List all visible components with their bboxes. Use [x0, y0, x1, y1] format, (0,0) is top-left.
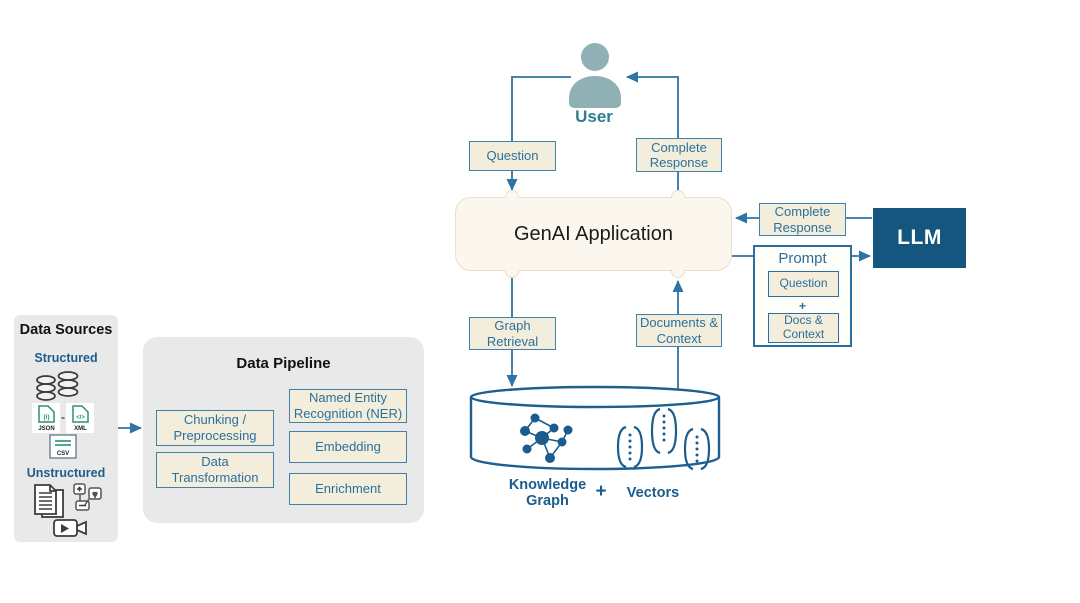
svg-text:♥: ♥	[93, 490, 98, 499]
genai-top-nub-left	[505, 190, 519, 198]
arrow-genai-to-user	[626, 71, 679, 197]
unstructured-icons: ♥	[34, 483, 102, 537]
documents-context-box: Documents & Context	[636, 314, 722, 347]
question-box: Question	[469, 141, 556, 171]
data-sources-title: Data Sources	[19, 322, 113, 338]
svg-text:CSV: CSV	[57, 451, 69, 457]
json-file-icon: {i} JSON	[32, 403, 60, 433]
documents-icon	[34, 484, 64, 518]
svg-text:</>: </>	[76, 415, 85, 421]
svg-text:{i}: {i}	[43, 415, 50, 421]
svg-text:JSON: JSON	[38, 426, 54, 432]
video-icon	[53, 519, 87, 537]
knowledge-graph-icon	[520, 413, 573, 463]
pipeline-step-chunking: Chunking / Preprocessing	[156, 410, 274, 446]
prompt-plus: +	[798, 299, 806, 313]
arrow-user-to-genai	[506, 76, 571, 191]
datastore-cylinder	[469, 385, 721, 471]
structured-icons: {i} JSON </> XML CSV	[32, 371, 94, 459]
complete-response-right-box: Complete Response	[759, 203, 846, 236]
llm-box: LLM	[873, 208, 966, 268]
prompt-docs-context-box: Docs & Context	[768, 313, 839, 343]
data-pipeline-title: Data Pipeline	[236, 355, 331, 372]
pipeline-step-enrichment: Enrichment	[289, 473, 407, 505]
user-label: User	[575, 107, 613, 126]
prompt-question-box: Question	[768, 271, 839, 297]
database-icons	[36, 371, 79, 401]
svg-text:XML: XML	[74, 426, 87, 432]
data-pipeline-panel: Data Pipeline Chunking / Preprocessing D…	[143, 337, 424, 523]
social-media-icon: ♥	[73, 483, 102, 511]
prompt-box: Prompt Question + Docs & Context	[753, 245, 852, 347]
genai-application-box: GenAI Application	[455, 197, 732, 271]
structured-label: Structured	[34, 351, 98, 365]
data-sources-panel: Data Sources Structured {i} JSON	[14, 315, 118, 542]
datastore-plus: +	[595, 481, 607, 502]
prompt-title: Prompt	[778, 250, 827, 267]
user-icon	[569, 43, 621, 108]
knowledge-graph-label: Knowledge Graph	[508, 477, 587, 510]
unstructured-label: Unstructured	[26, 466, 106, 480]
pipeline-step-transformation: Data Transformation	[156, 452, 274, 488]
pipeline-step-embedding: Embedding	[289, 431, 407, 463]
graph-retrieval-box: Graph Retrieval	[469, 317, 556, 350]
xml-file-icon: </> XML	[66, 403, 94, 433]
vectors-label: Vectors	[626, 485, 680, 501]
vectors-icon	[616, 407, 711, 471]
complete-response-top-box: Complete Response	[636, 138, 722, 172]
pipeline-step-ner: Named Entity Recognition (NER)	[289, 389, 407, 423]
genai-top-nub-right	[671, 190, 685, 198]
csv-file-icon: CSV	[49, 434, 77, 459]
